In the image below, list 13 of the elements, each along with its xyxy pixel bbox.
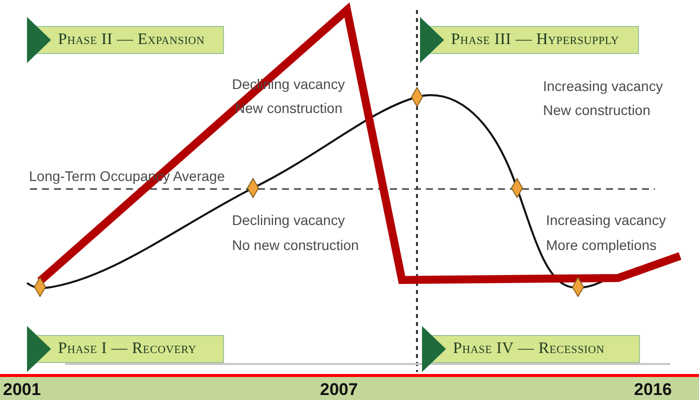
year-label: 2001 [3,380,41,400]
phase-banner: Phase II — Expansion [35,26,224,54]
phase-banner: Phase III — Hypersupply [428,26,639,54]
phase-banner: Phase IV — Recession [430,335,640,363]
phase-note: No new construction [232,237,359,254]
year-label: 2016 [634,380,672,400]
phase-note: More completions [546,237,656,254]
phase-note: Declining vacancy [232,212,345,229]
phase-banner: Phase I — Recovery [35,335,224,363]
year-label: 2007 [320,380,358,400]
phase-note: Increasing vacancy [546,212,666,229]
phase-note: New construction [543,102,650,119]
phase-note: Increasing vacancy [543,78,663,95]
